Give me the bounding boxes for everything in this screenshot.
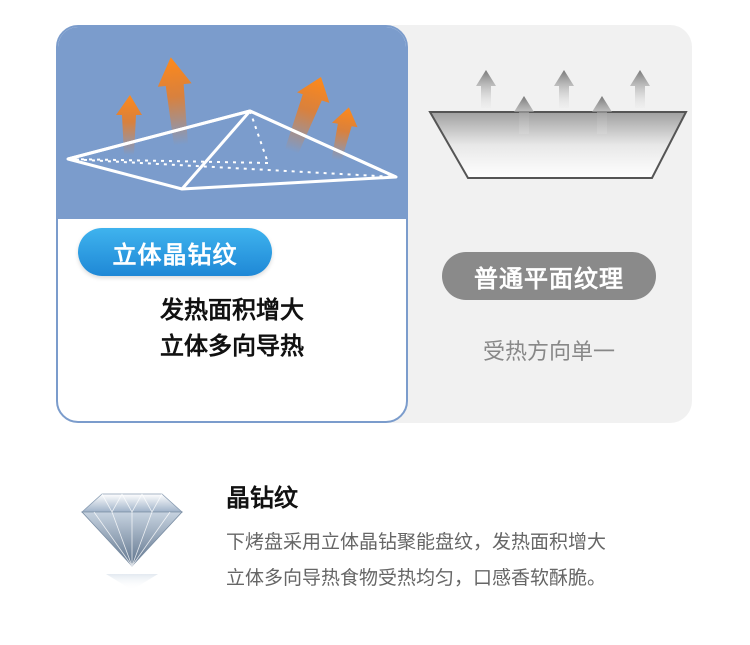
crystal-texture-badge: 立体晶钻纹 xyxy=(78,228,272,276)
feature-title: 晶钻纹 xyxy=(226,484,298,512)
crystal-texture-illustration xyxy=(58,27,406,219)
crystal-pyramid-outline xyxy=(66,109,398,191)
description-line: 发热面积增大 xyxy=(160,296,304,324)
gray-arrow-icons xyxy=(476,70,650,134)
feature-section: 晶钻纹 下烤盘采用立体晶钻聚能盘纹，发热面积增大 立体多向导热食物受热均匀，口感… xyxy=(60,468,700,608)
flat-texture-illustration xyxy=(428,70,688,179)
description-line: 立体多向导热 xyxy=(160,332,304,360)
heat-arrow-icons xyxy=(116,57,358,161)
feature-description-line: 立体多向导热食物受热均匀，口感香软酥脆。 xyxy=(226,567,607,589)
diamond-icon xyxy=(80,493,184,590)
crystal-hidden-edges xyxy=(67,110,397,178)
flat-texture-description: 受热方向单一 xyxy=(482,340,615,365)
flat-texture-badge: 普通平面纹理 xyxy=(442,252,656,300)
feature-description: 下烤盘采用立体晶钻聚能盘纹，发热面积增大 立体多向导热食物受热均匀，口感香软酥脆… xyxy=(226,524,696,596)
feature-description-line: 下烤盘采用立体晶钻聚能盘纹，发热面积增大 xyxy=(226,531,607,553)
crystal-texture-description: 发热面积增大 立体多向导热 xyxy=(56,292,408,364)
flat-plate-shape xyxy=(428,111,688,179)
crystal-diamond-card xyxy=(56,25,408,423)
